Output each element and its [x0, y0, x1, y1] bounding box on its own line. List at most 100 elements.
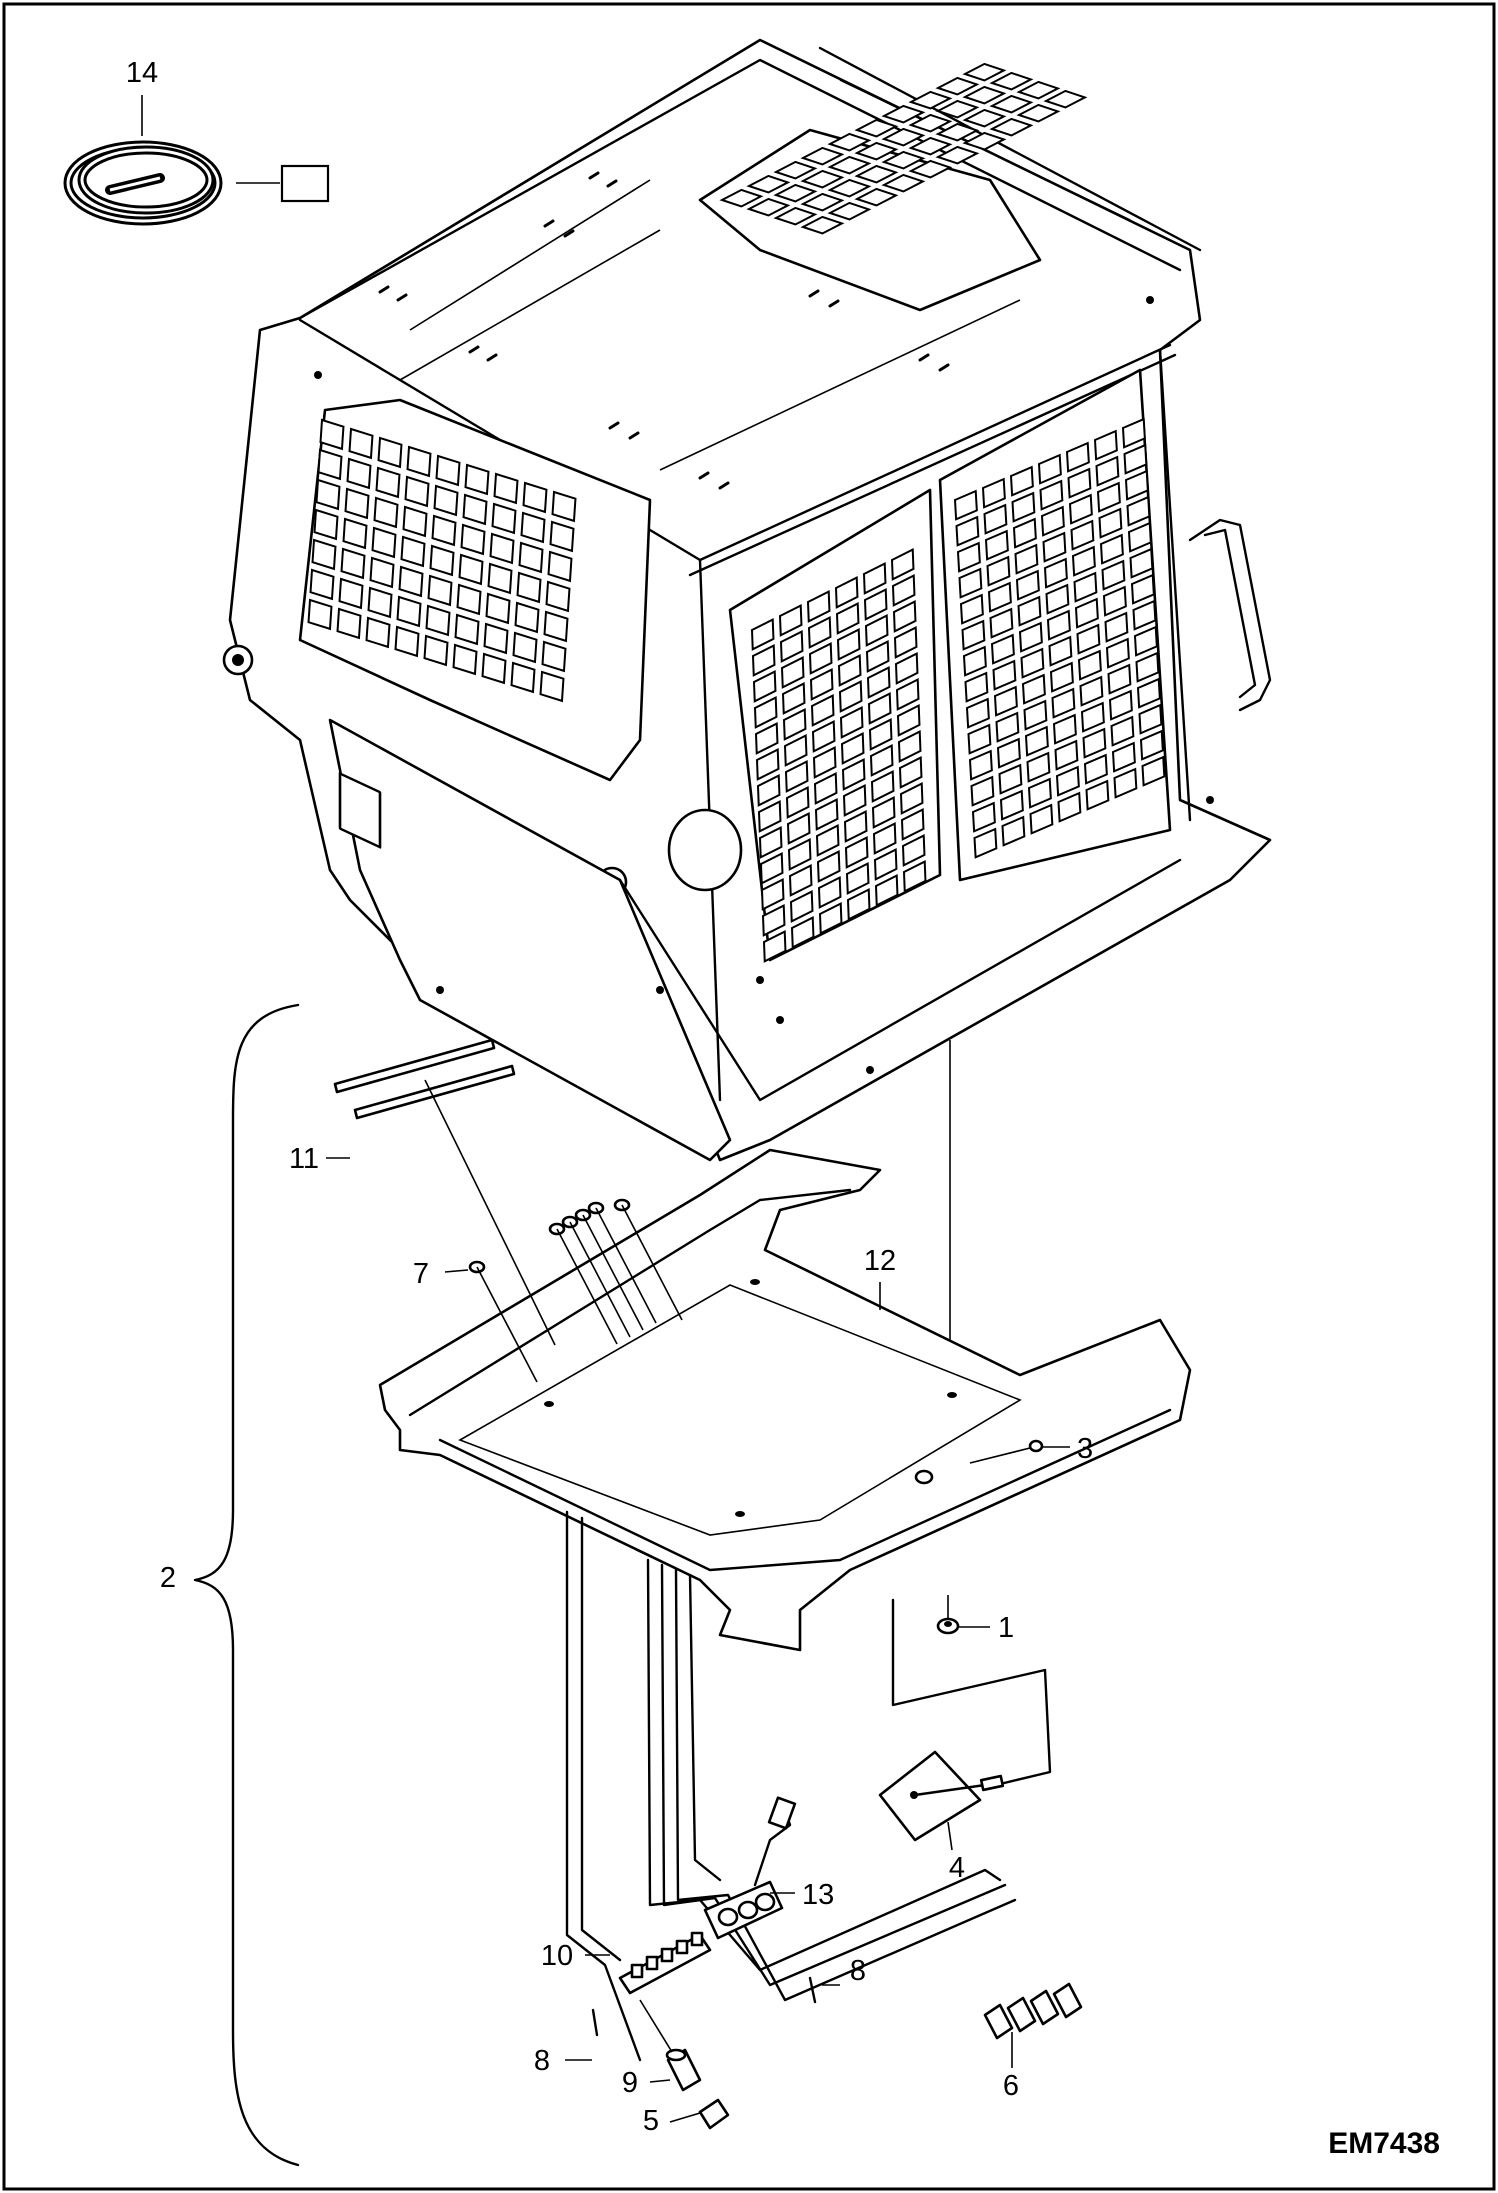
front-mesh-cell: [1048, 635, 1073, 667]
front-mesh-cell: [811, 720, 836, 753]
skylight-mesh-cell: [746, 174, 791, 194]
front-mesh-cell: [1001, 815, 1026, 847]
side-mesh-cell: [429, 544, 455, 577]
front-mesh-cell: [750, 618, 775, 651]
front-mesh-cell: [864, 614, 889, 647]
front-mesh-cell: [987, 581, 1012, 613]
skylight-mesh-cell: [989, 117, 1034, 137]
front-mesh-cell: [781, 682, 806, 715]
front-mesh-cell: [846, 888, 871, 921]
side-mesh-cell: [369, 556, 395, 589]
skylight-mesh-cell: [827, 178, 872, 198]
front-mesh-cell: [893, 626, 918, 659]
side-mesh-cell: [539, 670, 565, 703]
front-mesh-cell: [1017, 595, 1042, 627]
skylight-mesh-cell: [719, 188, 764, 208]
side-mesh-cell: [346, 457, 372, 490]
front-mesh-cell: [1121, 417, 1146, 449]
part-9-component: [639, 1999, 702, 2092]
front-mesh-cell: [1046, 609, 1071, 641]
front-mesh-cell: [961, 619, 986, 651]
front-mesh-cell: [1065, 441, 1090, 473]
side-mesh-cell: [549, 520, 575, 553]
front-mesh-cell: [870, 770, 895, 803]
front-mesh-cell: [1020, 647, 1045, 679]
side-mesh-cell: [510, 661, 536, 694]
front-mesh-cell: [995, 711, 1020, 743]
side-mesh-cell: [373, 496, 399, 529]
skylight-mesh-cell: [935, 99, 980, 119]
front-mesh-cell: [838, 680, 863, 713]
front-mesh-cell: [1051, 687, 1076, 719]
part-6-switches: [983, 1982, 1083, 2040]
side-mesh-cell: [458, 553, 484, 586]
front-mesh-cell: [1074, 597, 1099, 629]
front-mesh-cell: [1077, 649, 1102, 681]
front-mesh-cell: [1111, 741, 1136, 773]
skylight-mesh-cell: [908, 159, 953, 179]
front-mesh-cell: [1083, 753, 1108, 785]
side-mesh-cell: [406, 445, 432, 478]
front-mesh-cell: [1029, 803, 1054, 835]
fastener-leader: [621, 1204, 683, 1321]
side-mesh-cell: [489, 532, 515, 565]
skylight-mesh-cell: [962, 131, 1007, 151]
side-mesh-cell: [311, 538, 337, 571]
side-mesh-cell: [547, 550, 573, 583]
front-mesh-cell: [1127, 521, 1152, 553]
front-mesh-cell: [817, 876, 842, 909]
side-mesh-cell: [375, 466, 401, 499]
front-mesh-cell: [1082, 727, 1107, 759]
front-mesh-cell: [1045, 583, 1070, 615]
front-mesh-cell: [970, 775, 995, 807]
skylight-mesh-cell: [881, 104, 926, 124]
front-mesh-cell: [1085, 779, 1110, 811]
front-mesh-cell: [871, 796, 896, 829]
side-mesh-cell: [516, 571, 542, 604]
callout-12: 12: [864, 1245, 896, 1277]
front-mesh-cell: [990, 633, 1015, 665]
fastener-leader: [582, 1214, 644, 1331]
side-mesh-cell: [367, 586, 393, 619]
front-mesh-cell: [784, 760, 809, 793]
side-mesh-cell: [342, 517, 368, 550]
skylight-mesh-cell: [773, 206, 818, 226]
side-mesh-cell: [394, 625, 420, 658]
drawing-code: EM7438: [1328, 2127, 1440, 2160]
front-mesh-cell: [1095, 455, 1120, 487]
skylight-mesh-cell: [881, 150, 926, 170]
front-mesh-cell: [1067, 467, 1092, 499]
front-mesh-cell: [1039, 479, 1064, 511]
callout-8: 8: [534, 2045, 550, 2077]
front-mesh-cell: [1043, 557, 1068, 589]
skylight-mesh-cell: [746, 197, 791, 217]
part-5-connector: [698, 2098, 730, 2130]
front-mesh-cell: [892, 600, 917, 633]
switch-key: [690, 1931, 704, 1947]
skylight-mesh-cell: [908, 90, 953, 110]
front-mesh-cell: [1070, 519, 1095, 551]
front-mesh-cell: [965, 697, 990, 729]
side-mesh-cell: [425, 604, 451, 637]
side-mesh-cell: [398, 565, 424, 598]
skylight-mesh-cell: [881, 127, 926, 147]
front-mesh-cell: [810, 694, 835, 727]
front-mesh-cell: [902, 860, 927, 893]
front-mesh-cell: [835, 602, 860, 635]
front-mesh-cell: [1052, 713, 1077, 745]
skylight-mesh-cell: [827, 155, 872, 175]
side-mesh-cell: [344, 487, 370, 520]
side-mesh-cell: [462, 493, 488, 526]
callout-leader: [669, 2112, 701, 2123]
front-mesh-cell: [1076, 623, 1101, 655]
skylight-mesh-cell: [962, 85, 1007, 105]
front-mesh-cell: [962, 645, 987, 677]
skylight-mesh-cell: [854, 118, 899, 138]
callout-6: 6: [1003, 2070, 1019, 2102]
front-mesh-cell: [816, 850, 841, 883]
front-mesh-cell: [1055, 765, 1080, 797]
front-mesh-cell: [1099, 533, 1124, 565]
front-mesh-cell: [989, 607, 1014, 639]
